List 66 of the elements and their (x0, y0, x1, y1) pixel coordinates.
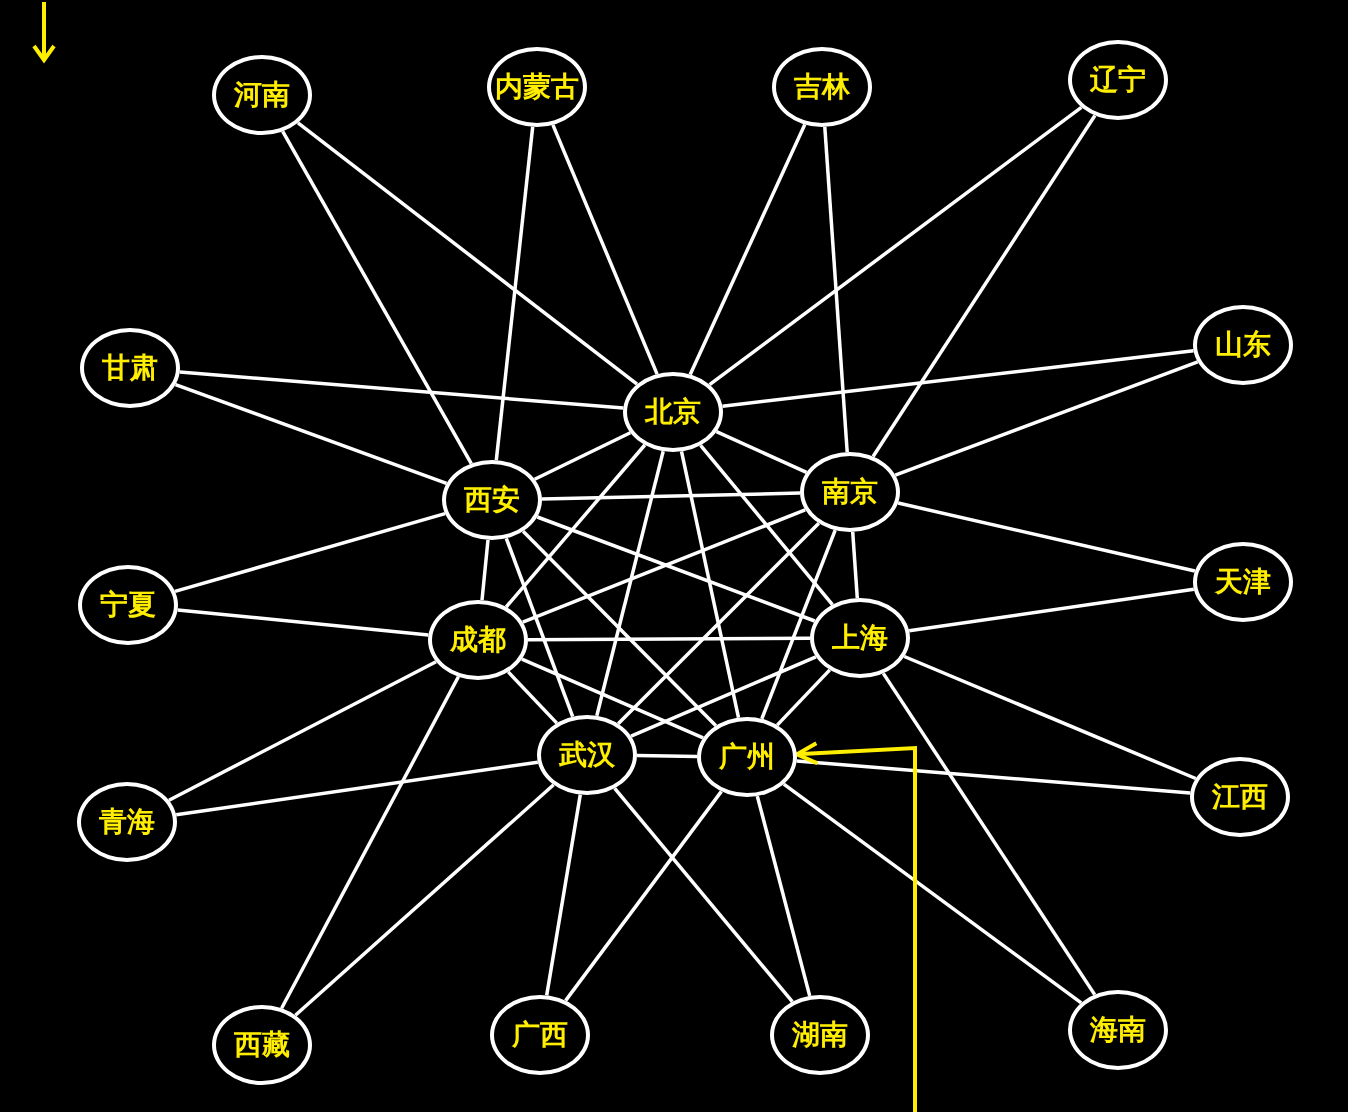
city-node: 广州 (697, 717, 797, 797)
city-node: 青海 (77, 782, 177, 862)
city-node: 湖南 (770, 995, 870, 1075)
connector-line (528, 636, 810, 642)
connector-line (179, 370, 624, 410)
connector-line (715, 430, 808, 474)
connector-line (564, 790, 723, 1002)
connector-line (544, 794, 583, 996)
city-node: 西藏 (212, 1005, 312, 1085)
city-node: 上海 (810, 598, 910, 678)
connector-line (168, 660, 437, 802)
connector-line (177, 608, 429, 637)
connector-line (894, 360, 1199, 477)
city-node: 吉林 (772, 47, 872, 127)
city-node: 江西 (1190, 757, 1290, 837)
connector-line (688, 123, 807, 376)
connector-line (897, 501, 1196, 573)
city-node: 南京 (800, 452, 900, 532)
connector-line (504, 537, 575, 718)
connector-line (871, 114, 1097, 458)
connector-line (908, 587, 1195, 633)
city-node: 辽宁 (1068, 40, 1168, 120)
connector-line (850, 531, 860, 599)
connector-line (782, 782, 1083, 1005)
connector-line (480, 539, 490, 601)
connector-line (679, 451, 741, 718)
connector-line (775, 668, 832, 727)
connector-line (506, 670, 559, 725)
connector-line (281, 130, 473, 465)
city-node: 甘肃 (80, 328, 180, 408)
city-node: 广西 (490, 995, 590, 1075)
connector-line (533, 431, 632, 481)
city-node: 内蒙古 (487, 47, 587, 127)
connector-line (903, 654, 1197, 781)
city-node: 西安 (442, 460, 542, 540)
city-node: 海南 (1068, 990, 1168, 1070)
connector-line (175, 760, 539, 817)
connector-line (551, 124, 659, 375)
city-node: 河南 (212, 55, 312, 135)
connector-line (174, 511, 446, 594)
connector-line (708, 105, 1083, 387)
city-node: 山东 (1193, 305, 1293, 385)
city-node: 武汉 (537, 715, 637, 795)
connector-line (521, 530, 718, 727)
city-node: 北京 (623, 372, 723, 452)
connector-line (541, 491, 801, 501)
connector-line (881, 672, 1097, 996)
city-node: 天津 (1193, 542, 1293, 622)
connector-line (174, 382, 448, 486)
connector-line (760, 529, 837, 720)
connector-line (755, 795, 812, 997)
connector-line (699, 444, 834, 606)
connector-line (595, 450, 665, 717)
connector-line (630, 655, 817, 738)
connector-line (722, 349, 1194, 408)
connector-line (613, 787, 794, 1003)
connector-line (823, 126, 849, 453)
connector-line (636, 753, 698, 759)
city-node: 宁夏 (78, 565, 178, 645)
connector-line (294, 783, 555, 1017)
connector-line (494, 126, 535, 461)
connector-line (521, 657, 704, 740)
connector-line (616, 521, 821, 726)
city-node: 成都 (428, 600, 528, 680)
connector-line (296, 121, 639, 386)
connector-line (796, 759, 1191, 795)
